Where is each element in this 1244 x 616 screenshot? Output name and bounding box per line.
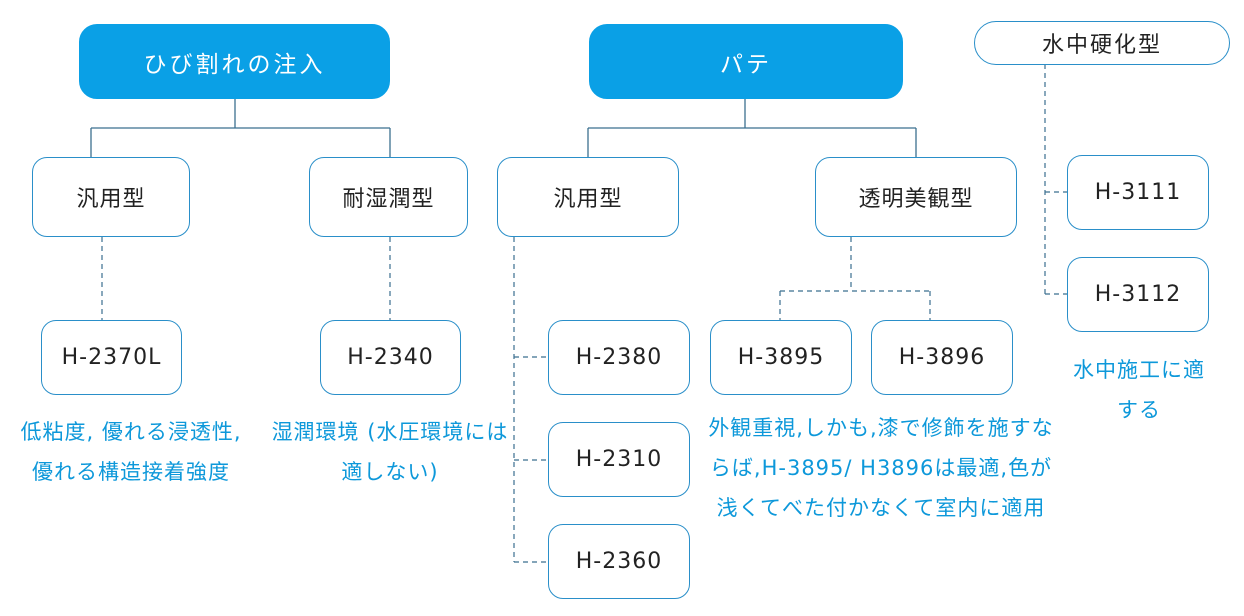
product-h3895: H-3895: [710, 320, 852, 395]
note-transparent: 外観重視,しかも,漆で修飾を施すならば,H-3895/ H3896は最適,色が浅…: [708, 416, 1054, 520]
product-h2310: H-2310: [548, 422, 690, 497]
note-underwater: 水中施工に適する: [1073, 358, 1205, 422]
product-h2380: H-2380: [548, 320, 690, 395]
header-crack-injection: ひび割れの注入: [79, 24, 390, 99]
subtype-putty-general: 汎用型: [497, 157, 679, 237]
product-h2370l: H-2370L: [41, 320, 182, 395]
product-h2340: H-2340: [320, 320, 461, 395]
product-h3112: H-3112: [1067, 257, 1209, 332]
product-h2360: H-2360: [548, 524, 690, 599]
subtype-putty-transparent: 透明美観型: [815, 157, 1017, 237]
product-h3896: H-3896: [871, 320, 1013, 395]
note-h2340: 湿潤環境 (水圧環境には適しない): [271, 420, 509, 484]
header-underwater-curing: 水中硬化型: [974, 21, 1230, 65]
product-h3111: H-3111: [1067, 155, 1209, 230]
subtype-injection-moisture-resistant: 耐湿潤型: [309, 157, 468, 237]
subtype-injection-general: 汎用型: [32, 157, 190, 237]
note-h2370l: 低粘度, 優れる浸透性, 優れる構造接着強度: [20, 420, 242, 484]
header-putty: パテ: [589, 24, 903, 99]
